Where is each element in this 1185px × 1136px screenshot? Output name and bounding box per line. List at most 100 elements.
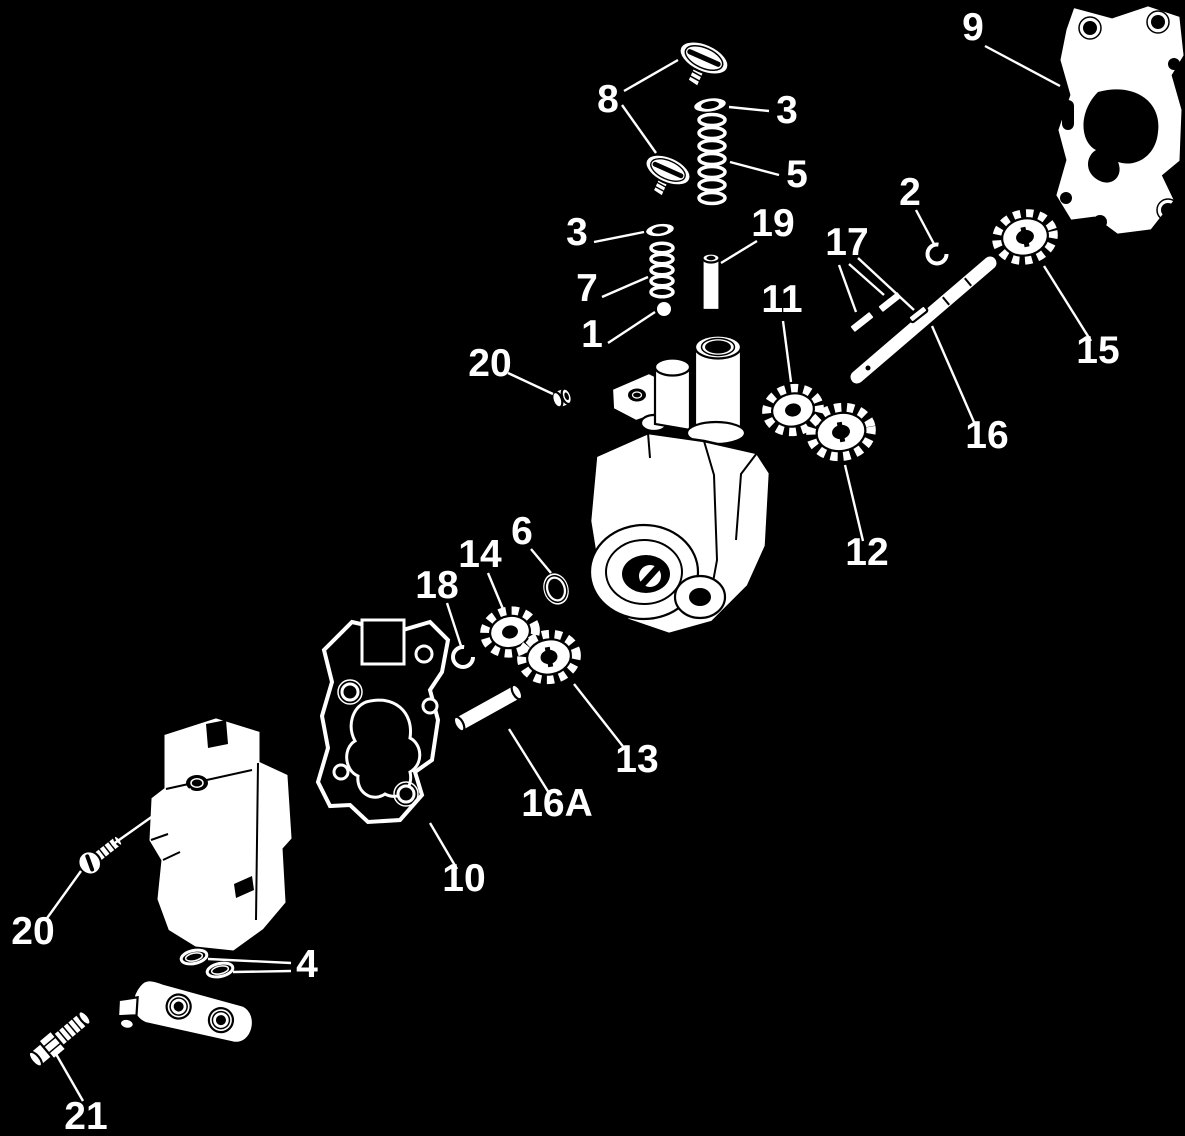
callout-17: 17 — [825, 221, 915, 313]
leader-line — [857, 257, 915, 311]
callout-label-12: 12 — [845, 531, 888, 574]
leader-line — [623, 58, 679, 93]
part-gear-12 — [806, 402, 876, 462]
leader-line — [593, 230, 645, 244]
leader-line — [207, 957, 292, 965]
callout-9: 9 — [962, 6, 1061, 88]
callout-label-21: 21 — [64, 1095, 107, 1136]
leader-line — [507, 371, 554, 396]
leader-line — [728, 105, 770, 113]
callout-21: 21 — [54, 1053, 108, 1136]
callout-label-20-cover: 20 — [11, 910, 54, 953]
callout-label-8: 8 — [597, 78, 619, 121]
part-fitting — [27, 1010, 92, 1068]
leader-line — [445, 602, 463, 647]
callout-20-body: 20 — [468, 342, 554, 396]
part-pin-16a — [452, 683, 524, 733]
part-screw-b — [644, 153, 692, 199]
callout-15: 15 — [1042, 265, 1120, 372]
callout-label-11: 11 — [761, 278, 802, 321]
leader-line — [843, 464, 865, 542]
callout-7: 7 — [576, 267, 649, 310]
callout-label-7: 7 — [576, 267, 598, 310]
leader-line — [232, 969, 292, 974]
callout-label-9: 9 — [962, 6, 984, 49]
callout-label-19: 19 — [751, 202, 794, 245]
part-check-ball — [657, 302, 671, 316]
callout-label-14: 14 — [458, 533, 502, 576]
callout-5: 5 — [729, 153, 808, 196]
callout-18: 18 — [415, 564, 463, 647]
part-orings — [179, 948, 235, 979]
leader-line — [54, 1053, 85, 1102]
callout-4: 4 — [207, 943, 318, 986]
part-bracket-plate — [116, 979, 254, 1044]
callout-6: 6 — [511, 510, 552, 574]
part-washer-lower — [644, 221, 676, 239]
callout-label-15: 15 — [1076, 329, 1119, 372]
leader-line — [428, 822, 459, 870]
part-plug-body — [551, 387, 573, 409]
callout-label-18: 18 — [415, 564, 458, 607]
callout-16: 16 — [930, 325, 1009, 457]
callout-label-13: 13 — [615, 738, 658, 781]
part-spring-short — [649, 241, 675, 299]
part-drive-shaft — [850, 256, 997, 384]
leader-line — [984, 44, 1061, 88]
part-gasket-cover — [315, 618, 451, 825]
leader-line — [607, 310, 656, 345]
leader-line — [781, 320, 793, 383]
part-washer-upper — [692, 96, 728, 114]
leader-line — [621, 104, 657, 154]
leader-line — [720, 239, 758, 265]
callout-16a: 16A — [507, 728, 593, 825]
callout-3-lower: 3 — [566, 211, 645, 254]
callout-13: 13 — [573, 683, 659, 781]
leader-line — [530, 548, 552, 574]
callout-12: 12 — [843, 464, 889, 574]
callout-14: 14 — [458, 533, 505, 610]
leader-line — [601, 275, 649, 299]
callout-3-upper: 3 — [728, 89, 798, 132]
callout-8: 8 — [597, 58, 679, 154]
callout-label-16: 16 — [965, 414, 1008, 457]
part-gasket-upper — [1056, 6, 1184, 234]
leader-line — [1042, 265, 1093, 342]
callout-label-6: 6 — [511, 510, 533, 553]
callout-label-20-body: 20 — [468, 342, 511, 385]
callout-label-5: 5 — [786, 153, 808, 196]
leader-line — [486, 572, 505, 610]
part-gear-14 — [480, 606, 540, 658]
part-gear-13 — [517, 629, 581, 685]
callout-label-1: 1 — [581, 313, 603, 356]
leader-line — [507, 728, 551, 794]
callout-2: 2 — [899, 171, 936, 245]
leader-line — [837, 264, 858, 313]
callout-label-16a: 16A — [521, 782, 593, 825]
part-retaining-ring-gear — [451, 645, 475, 669]
callout-1: 1 — [581, 310, 656, 356]
callout-19: 19 — [720, 202, 795, 265]
part-retaining-ring-shaft — [925, 242, 949, 266]
callout-label-10: 10 — [442, 857, 485, 900]
callout-label-3-lower: 3 — [566, 211, 588, 254]
part-roll-pin — [701, 252, 721, 316]
callout-11: 11 — [761, 278, 803, 383]
leader-line — [914, 209, 936, 245]
part-screw-a — [678, 40, 730, 89]
part-gear-15 — [992, 209, 1058, 265]
callout-label-17: 17 — [825, 221, 868, 264]
part-cover — [149, 718, 292, 951]
leader-line — [848, 263, 885, 296]
callout-label-2: 2 — [899, 171, 921, 214]
callout-label-3-upper: 3 — [776, 89, 798, 132]
leader-line — [930, 325, 979, 430]
callout-label-4: 4 — [296, 943, 318, 986]
leader-line — [44, 870, 82, 922]
part-spring-long — [697, 112, 727, 206]
leader-line — [729, 160, 780, 177]
callout-10: 10 — [428, 822, 486, 900]
part-keys — [848, 290, 929, 334]
